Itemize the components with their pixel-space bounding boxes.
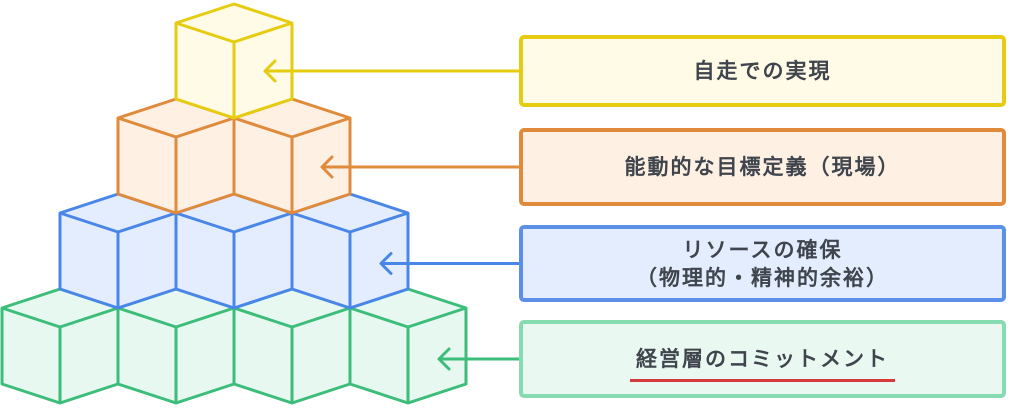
cube-edges [349, 306, 467, 403]
cube [232, 97, 352, 215]
cube [232, 287, 352, 405]
label-box-base: 経営層のコミットメント [519, 320, 1006, 398]
cube [174, 2, 294, 120]
arrow-left-icon [263, 59, 519, 83]
cube [290, 192, 410, 310]
cube-edges [117, 306, 235, 403]
cube-edges [233, 116, 351, 213]
label-text: 能動的な目標定義（現場） [624, 155, 901, 179]
cube-edges [59, 211, 177, 308]
arrow-left-icon [320, 155, 519, 179]
label-box-third: リソースの確保 （物理的・精神的余裕） [519, 225, 1006, 302]
label-box-second: 能動的な目標定義（現場） [519, 128, 1006, 206]
cube [0, 287, 120, 405]
cube-edges [291, 211, 409, 308]
cube-edges [1, 306, 119, 403]
cube-edges [175, 21, 293, 118]
cube [116, 287, 236, 405]
red-underline [630, 379, 895, 382]
arrow-left-icon [437, 347, 519, 371]
cube [348, 287, 468, 405]
cube-edges [175, 211, 293, 308]
label-text: 自走での実現 [693, 59, 832, 83]
arrows [263, 59, 519, 371]
cube-pyramid [0, 2, 468, 405]
cube [174, 192, 294, 310]
arrow-left-icon [379, 252, 519, 275]
cube [116, 97, 236, 215]
label-box-top: 自走での実現 [519, 35, 1006, 107]
cube-edges [117, 116, 235, 213]
cube-edges [233, 306, 351, 403]
cube [58, 192, 178, 310]
label-text: 経営層のコミットメント [630, 345, 895, 382]
label-text: リソースの確保 （物理的・精神的余裕） [636, 237, 889, 290]
